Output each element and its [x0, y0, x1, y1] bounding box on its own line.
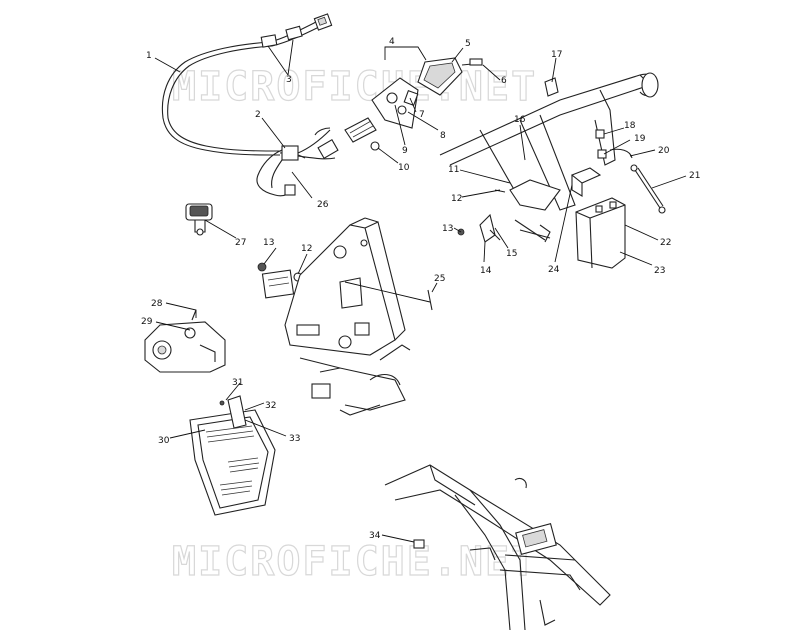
callout-numbers: 1 2 3 4 5 6 7 8 9 10 11 12 12 13 13 14 1…: [141, 37, 700, 541]
callout-29: 29: [141, 317, 153, 327]
callout-5: 5: [465, 39, 471, 49]
callout-25: 25: [434, 274, 445, 284]
callout-31: 31: [232, 378, 243, 388]
callout-33: 33: [289, 434, 300, 444]
callout-22: 22: [660, 238, 671, 248]
watermark-top: MICROFICHE.NET: [172, 64, 537, 110]
callout-30: 30: [158, 436, 170, 446]
callout-11: 11: [448, 165, 459, 175]
regulator-part-27: [185, 203, 213, 236]
callout-3: 3: [286, 75, 292, 85]
callout-9: 9: [402, 146, 408, 156]
callout-15: 15: [506, 249, 517, 259]
lower-frame: [384, 464, 611, 631]
frame-and-battery: [439, 72, 666, 269]
callout-26: 26: [317, 200, 329, 210]
callout-20: 20: [658, 146, 670, 156]
callout-32: 32: [265, 401, 276, 411]
callout-24: 24: [548, 265, 560, 275]
callout-1: 1: [146, 51, 152, 61]
callout-10: 10: [398, 163, 410, 173]
callout-34: 34: [369, 531, 381, 541]
callout-4: 4: [389, 37, 395, 47]
callout-12-right: 12: [451, 194, 462, 204]
callout-6: 6: [501, 76, 507, 86]
callout-19: 19: [634, 134, 646, 144]
callout-8: 8: [440, 131, 446, 141]
callout-18: 18: [624, 121, 636, 131]
callout-14: 14: [480, 266, 492, 276]
wiring-harness: [161, 13, 339, 197]
callout-12-left: 12: [301, 244, 312, 254]
callout-17: 17: [551, 50, 562, 60]
callout-13-right: 13: [442, 224, 453, 234]
callout-16: 16: [514, 115, 526, 125]
callout-13-left: 13: [263, 238, 274, 248]
tail-light-assembly: [344, 57, 483, 151]
mounting-plate: [284, 217, 433, 416]
callout-27: 27: [235, 238, 246, 248]
callout-21: 21: [689, 171, 700, 181]
callout-28: 28: [151, 299, 163, 309]
guard-assembly: [189, 395, 276, 516]
watermark-bottom: MICROFICHE.NET: [172, 539, 537, 585]
callout-7: 7: [419, 110, 425, 120]
housing-part-29: [144, 309, 226, 373]
callout-2: 2: [255, 110, 261, 120]
leader-lines: [154, 39, 687, 543]
callout-23: 23: [654, 266, 665, 276]
